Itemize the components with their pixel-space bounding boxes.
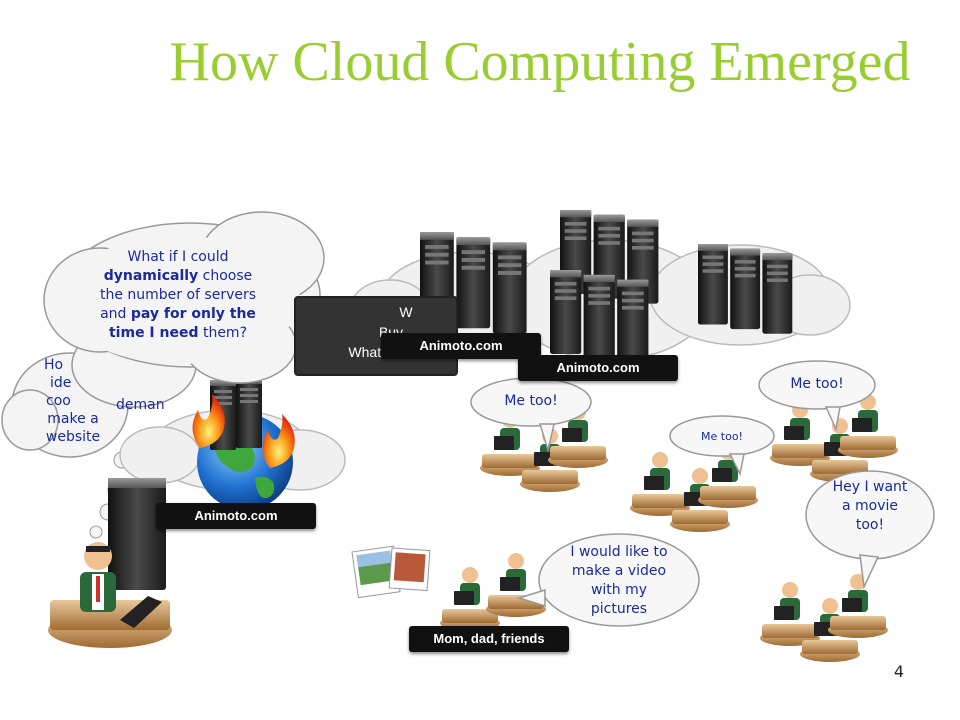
- dynamic-text-bold-2: pay for only the time I need: [108, 306, 256, 341]
- page-number: 4: [893, 662, 904, 681]
- label-founder-animoto: Animoto.com: [156, 503, 316, 529]
- label-users: Mom, dad, friends: [409, 626, 569, 652]
- slide-title: How Cloud Computing Emerged: [169, 31, 911, 93]
- dynamic-text-bold-1: dynamically: [103, 268, 199, 284]
- label-cluster-right-animoto: Animoto.com: [518, 355, 678, 381]
- dark-question-box: W Buy What if th: [294, 296, 458, 376]
- speech-me-too-2: Me too!: [790, 376, 844, 392]
- dynamic-thought-text: What if I could dynamically choose the n…: [92, 248, 264, 343]
- idea-line-2: ide: [50, 375, 72, 391]
- speech-movie: Hey I want a movie too!: [832, 479, 908, 533]
- speech-me-too-1: Me too!: [504, 393, 558, 409]
- idea-line-1: Ho: [44, 357, 64, 373]
- demand-thought-text: deman: [116, 397, 165, 413]
- dark-box-line-1: W: [399, 304, 413, 320]
- speech-me-too-3: Me too!: [701, 430, 743, 443]
- idea-line-4: make a: [47, 411, 99, 427]
- speech-pictures: I would like to make a video with my pic…: [570, 544, 668, 617]
- idea-line-3: coo: [46, 393, 71, 409]
- dynamic-text-1: What if I could: [127, 249, 229, 265]
- dynamic-text-2: choose the number of servers and: [99, 268, 257, 322]
- idea-line-5: website: [45, 429, 101, 445]
- idea-thought-text: Ho ide coo make a website: [38, 356, 108, 446]
- label-cluster-left-animoto: Animoto.com: [381, 333, 541, 359]
- dynamic-text-3: them?: [198, 325, 247, 341]
